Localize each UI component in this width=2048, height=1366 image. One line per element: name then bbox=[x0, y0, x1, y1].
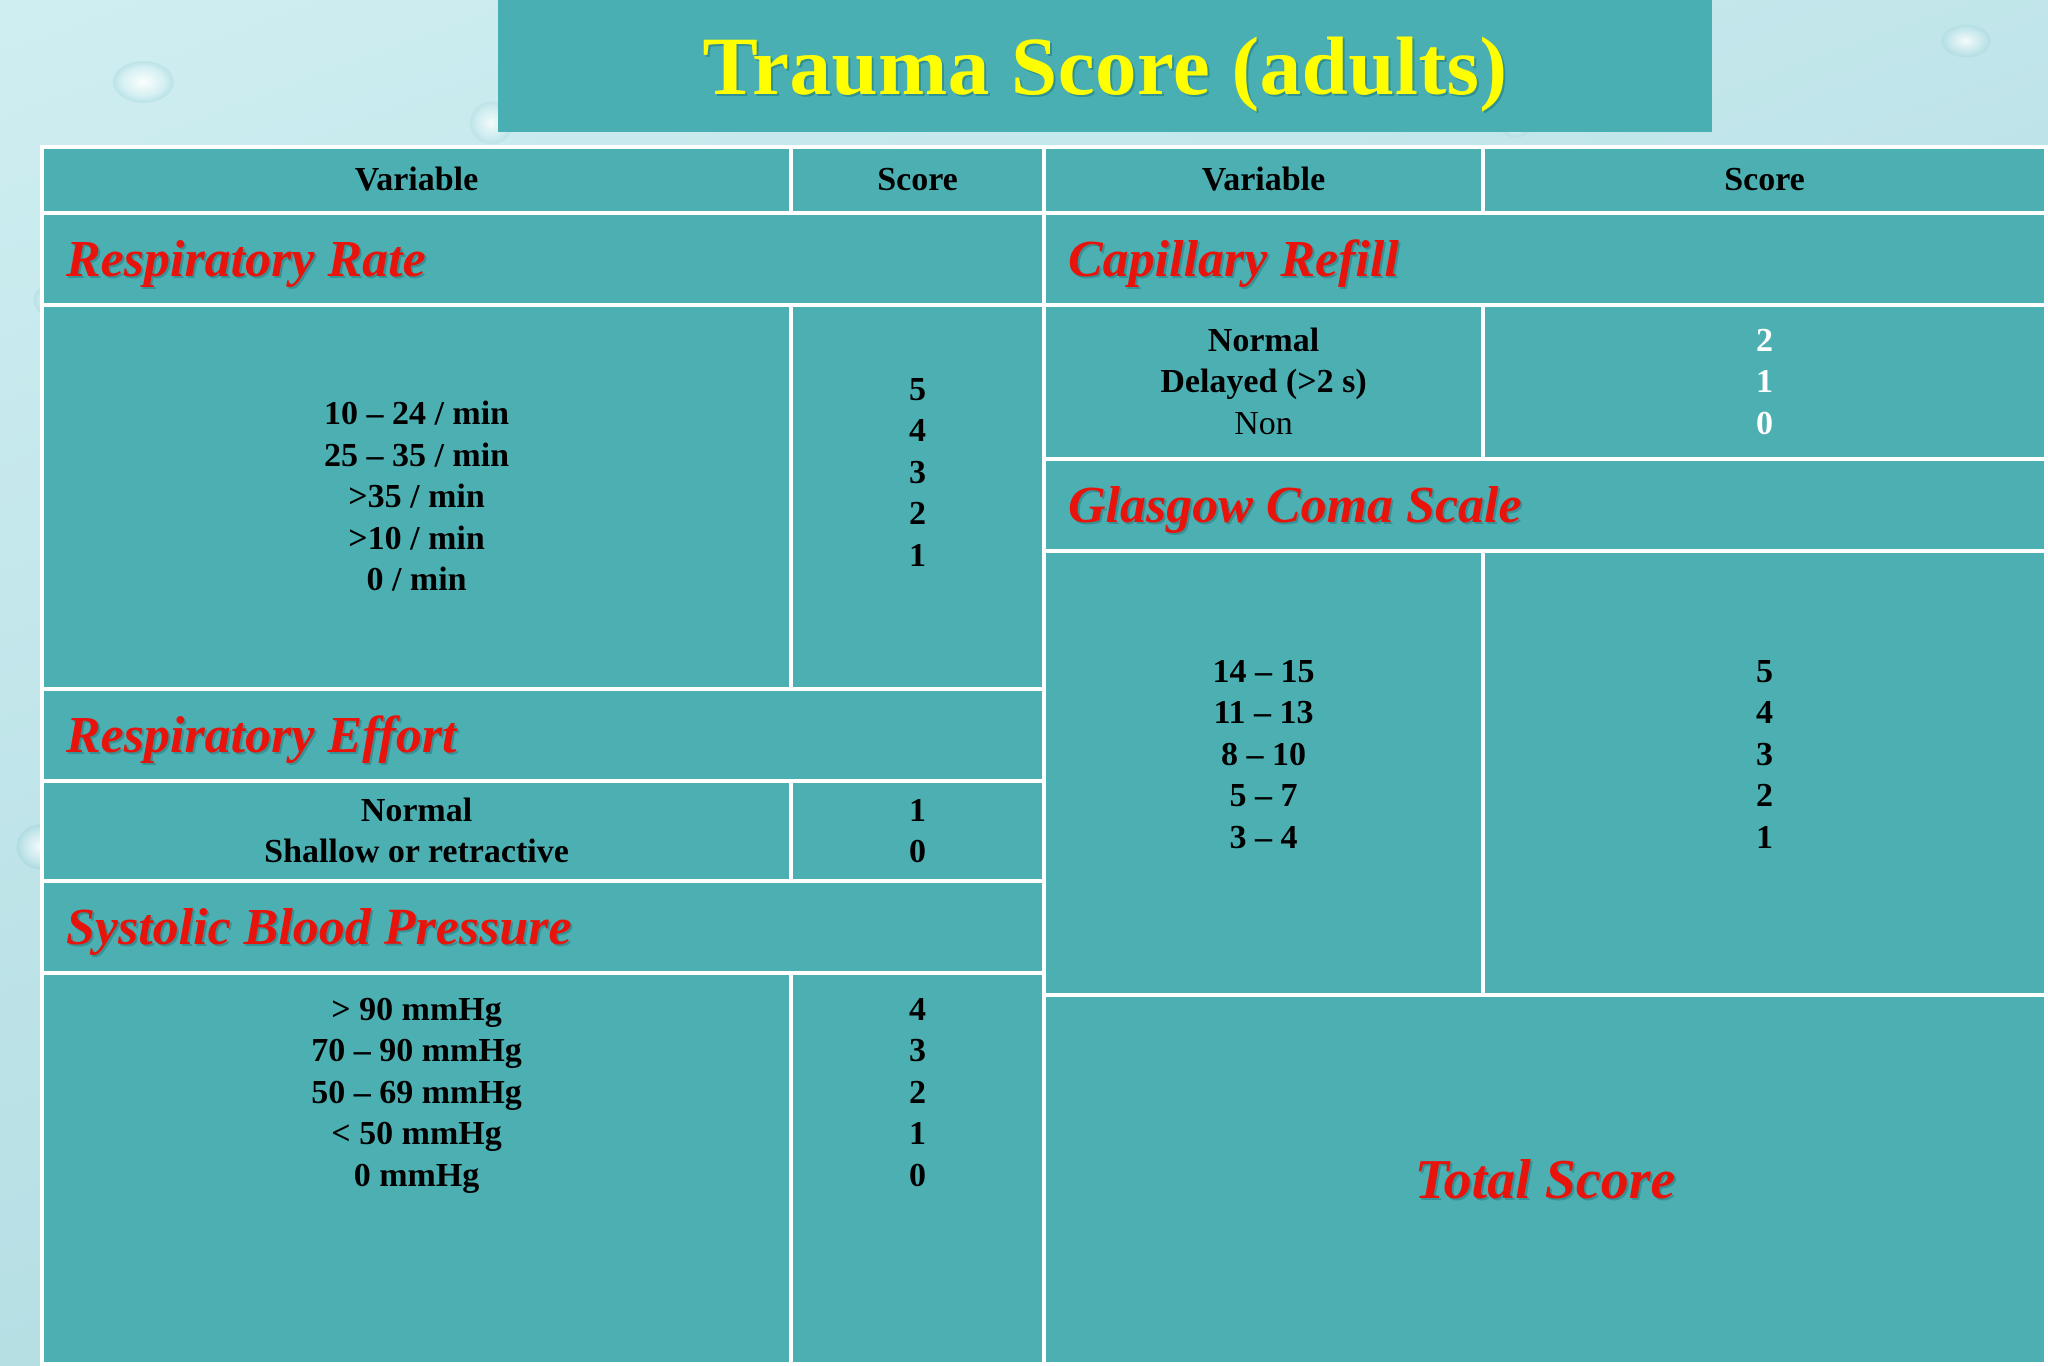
table-cell-score: 3 bbox=[909, 453, 926, 491]
section-values-capillary-refill: Normal Delayed (>2 s) Non 2 1 0 bbox=[1046, 307, 2044, 457]
table-row: 5 – 7 bbox=[1229, 777, 1298, 815]
section-values-respiratory-effort: Normal Shallow or retractive 1 0 bbox=[44, 783, 1042, 879]
table-row: >35 / min bbox=[348, 478, 485, 516]
table-row: >10 / min bbox=[348, 519, 485, 557]
capillary-refill-variables: Normal Delayed (>2 s) Non bbox=[1046, 307, 1481, 457]
section-heading-systolic-blood-pressure: Systolic Blood Pressure bbox=[44, 883, 1042, 971]
table-row: 14 – 15 bbox=[1212, 653, 1315, 690]
systolic-blood-pressure-variables: > 90 mmHg 70 – 90 mmHg 50 – 69 mmHg < 50… bbox=[44, 975, 789, 1362]
header-score-left-label: Score bbox=[877, 161, 958, 198]
table-row: < 50 mmHg bbox=[331, 1115, 502, 1153]
header-score-right-label: Score bbox=[1724, 161, 1805, 198]
table-row: Delayed (>2 s) bbox=[1160, 363, 1367, 401]
table-cell-score: 4 bbox=[909, 991, 926, 1028]
table-row: 3 – 4 bbox=[1229, 818, 1298, 856]
section-heading-systolic-blood-pressure-row: Systolic Blood Pressure bbox=[44, 883, 1042, 971]
total-score-label: Total Score bbox=[1414, 1148, 1676, 1211]
respiratory-rate-variables: 10 – 24 / min 25 – 35 / min >35 / min >1… bbox=[44, 307, 789, 687]
header-score-right: Score bbox=[1485, 149, 2044, 211]
table-cell-score: 3 bbox=[909, 1032, 926, 1070]
table-cell-score: 1 bbox=[1756, 363, 1773, 401]
trauma-score-table: Variable Score Respiratory Rate 10 – 24 … bbox=[40, 145, 2048, 1366]
table-cell-score: 3 bbox=[1756, 735, 1773, 773]
glasgow-coma-scale-scores: 5 4 3 2 1 bbox=[1485, 553, 2044, 993]
section-heading-glasgow-coma-scale-row: Glasgow Coma Scale bbox=[1046, 461, 2044, 549]
table-row: Normal bbox=[1207, 321, 1320, 359]
section-title-label: Respiratory Effort bbox=[66, 706, 457, 764]
table-row: Normal bbox=[360, 791, 473, 829]
table-row: 25 – 35 / min bbox=[323, 436, 510, 474]
glasgow-coma-scale-variables: 14 – 15 11 – 13 8 – 10 5 – 7 3 – 4 bbox=[1046, 553, 1481, 993]
header-score-left: Score bbox=[793, 149, 1042, 211]
section-title-label: Respiratory Rate bbox=[66, 230, 426, 288]
respiratory-rate-scores: 5 4 3 2 1 bbox=[793, 307, 1042, 687]
table-cell-score: 1 bbox=[909, 536, 926, 574]
page-title: Trauma Score (adults) bbox=[702, 19, 1508, 112]
table-row: 10 – 24 / min bbox=[323, 395, 510, 433]
section-values-glasgow-coma-scale: 14 – 15 11 – 13 8 – 10 5 – 7 3 – 4 5 4 3… bbox=[1046, 553, 2044, 993]
table-cell-score: 0 bbox=[1756, 404, 1773, 442]
respiratory-effort-variables: Normal Shallow or retractive bbox=[44, 783, 789, 879]
section-values-respiratory-rate: 10 – 24 / min 25 – 35 / min >35 / min >1… bbox=[44, 307, 1042, 687]
section-title-label: Capillary Refill bbox=[1068, 230, 1399, 288]
section-heading-respiratory-effort-row: Respiratory Effort bbox=[44, 691, 1042, 779]
table-row: 0 mmHg bbox=[353, 1156, 480, 1194]
table-cell-score: 2 bbox=[909, 495, 926, 533]
table-row: Shallow or retractive bbox=[264, 833, 569, 870]
systolic-blood-pressure-scores: 4 3 2 1 0 bbox=[793, 975, 1042, 1362]
table-left-half: Variable Score Respiratory Rate 10 – 24 … bbox=[44, 149, 1042, 1362]
header-variable-left: Variable bbox=[44, 149, 789, 211]
table-row: 11 – 13 bbox=[1213, 694, 1314, 732]
section-values-systolic-blood-pressure: > 90 mmHg 70 – 90 mmHg 50 – 69 mmHg < 50… bbox=[44, 975, 1042, 1362]
section-heading-respiratory-rate-row: Respiratory Rate bbox=[44, 215, 1042, 303]
section-heading-capillary-refill-row: Capillary Refill bbox=[1046, 215, 2044, 303]
table-row: 0 / min bbox=[366, 561, 467, 599]
table-cell-score: 0 bbox=[909, 1156, 926, 1194]
header-variable-left-label: Variable bbox=[354, 161, 479, 198]
section-title-label: Systolic Blood Pressure bbox=[66, 898, 572, 956]
table-row: 70 – 90 mmHg bbox=[311, 1032, 522, 1070]
table-cell-score: 2 bbox=[1756, 321, 1773, 359]
total-score-cell: Total Score bbox=[1046, 997, 2044, 1362]
table-row: 50 – 69 mmHg bbox=[311, 1073, 522, 1111]
table-cell-score: 1 bbox=[1756, 818, 1773, 856]
section-heading-respiratory-effort: Respiratory Effort bbox=[44, 691, 1042, 779]
header-variable-right-label: Variable bbox=[1201, 161, 1326, 198]
capillary-refill-scores: 2 1 0 bbox=[1485, 307, 2044, 457]
table-cell-score: 2 bbox=[1756, 777, 1773, 815]
slide-title-banner: Trauma Score (adults) bbox=[498, 0, 1712, 132]
header-variable-right: Variable bbox=[1046, 149, 1481, 211]
table-cell-score: 2 bbox=[909, 1073, 926, 1111]
table-cell-score: 4 bbox=[909, 412, 926, 450]
table-row: > 90 mmHg bbox=[331, 991, 502, 1028]
section-heading-glasgow-coma-scale: Glasgow Coma Scale bbox=[1046, 461, 2044, 549]
table-right-half: Variable Score Capillary Refill Normal D… bbox=[1046, 149, 2044, 1362]
table-row: Non bbox=[1234, 404, 1293, 442]
total-score-row: Total Score bbox=[1046, 997, 2044, 1362]
section-heading-capillary-refill: Capillary Refill bbox=[1046, 215, 2044, 303]
left-header-row: Variable Score bbox=[44, 149, 1042, 211]
table-cell-score: 1 bbox=[909, 1115, 926, 1153]
right-header-row: Variable Score bbox=[1046, 149, 2044, 211]
table-cell-score: 1 bbox=[909, 791, 926, 829]
table-cell-score: 0 bbox=[909, 833, 926, 870]
table-cell-score: 4 bbox=[1756, 694, 1773, 732]
section-heading-respiratory-rate: Respiratory Rate bbox=[44, 215, 1042, 303]
section-title-label: Glasgow Coma Scale bbox=[1068, 476, 1522, 534]
table-cell-score: 5 bbox=[909, 371, 926, 408]
table-row: 8 – 10 bbox=[1221, 735, 1306, 773]
table-cell-score: 5 bbox=[1756, 653, 1773, 690]
respiratory-effort-scores: 1 0 bbox=[793, 783, 1042, 879]
